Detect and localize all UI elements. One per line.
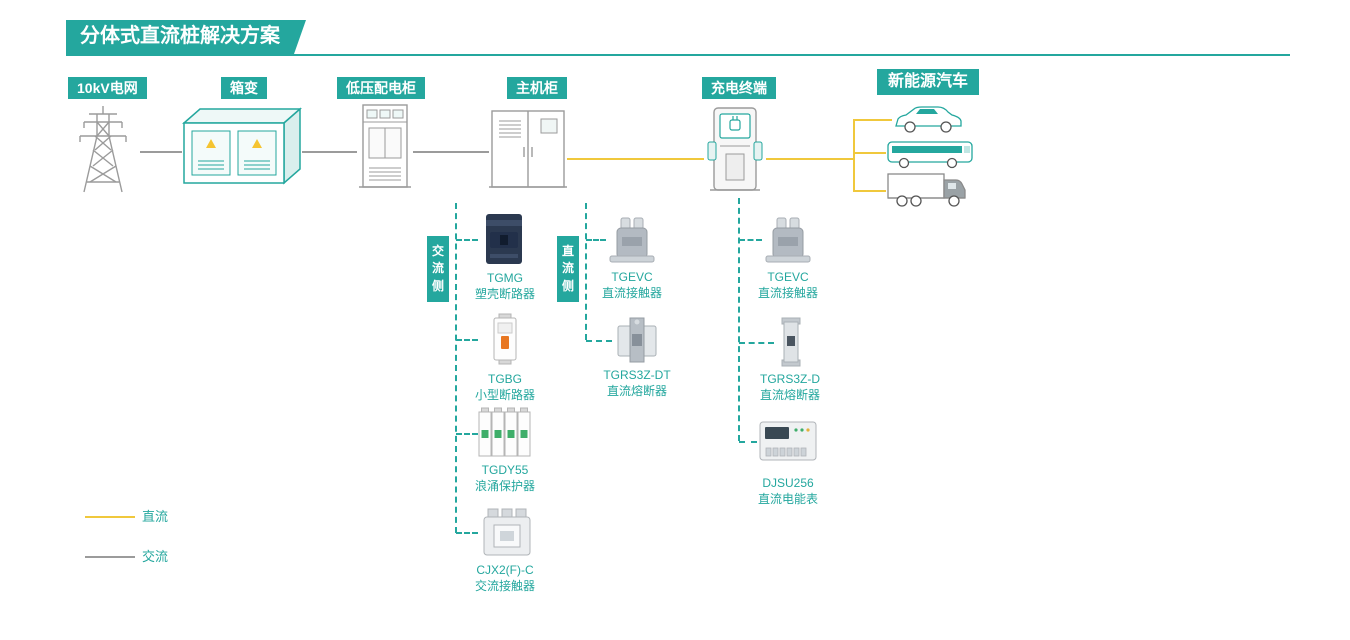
product-name: 塑壳断路器 [474, 286, 535, 301]
product-name: 直流接触器 [757, 285, 818, 300]
djsu256-meter-icon [759, 421, 817, 461]
ac-side-stub-2 [456, 339, 478, 341]
ac-line-cabinet-maincabinet [413, 151, 489, 153]
title-underline [66, 54, 1290, 56]
tgdy55-spd-icon [478, 407, 531, 457]
dc-line-maincabinet-terminal [567, 158, 704, 160]
transmission-tower-icon [79, 106, 127, 193]
tgrs3z-dt-fuse-icon [617, 317, 657, 363]
product-model: TGMG [487, 271, 523, 285]
dc-line-to-bus [855, 152, 886, 154]
cjx2-contactor-icon [483, 508, 531, 556]
stage-label-lv-cabinet: 低压配电柜 [337, 77, 425, 99]
ac-side-stub-1 [456, 239, 478, 241]
product-name: 直流电能表 [757, 491, 818, 506]
charging-terminal-icon [707, 107, 763, 191]
dc-line-to-truck [855, 190, 886, 192]
terminal-branch-line [738, 198, 740, 441]
terminal-stub-3 [739, 441, 757, 443]
product-label-tgmg: TGMG 塑壳断路器 [445, 271, 565, 302]
product-model: TGEVC [611, 270, 653, 284]
stage-label-grid: 10kV电网 [68, 77, 147, 99]
ac-side-branch-line [455, 203, 457, 533]
product-model: CJX2(F)-C [476, 563, 534, 577]
truck-icon [887, 173, 966, 207]
product-model: TGRS3Z-D [760, 372, 820, 386]
dc-side-stub-1 [586, 239, 606, 241]
legend-dc-line [85, 516, 135, 518]
tgmg-breaker-icon [486, 214, 522, 264]
ac-side-stub-3 [456, 433, 478, 435]
dc-side-tag: 直流侧 [557, 236, 579, 303]
dc-line-vehicle-branch [853, 119, 855, 192]
product-label-tgbg: TGBG 小型断路器 [445, 372, 565, 403]
product-label-djsu256: DJSU256 直流电能表 [728, 476, 848, 507]
main-cabinet-icon [489, 110, 567, 188]
product-label-tgevc-dc: TGEVC 直流接触器 [572, 270, 692, 301]
product-model: TGEVC [767, 270, 809, 284]
distribution-cabinet-icon [359, 104, 411, 188]
legend-ac-label: 交流 [142, 549, 169, 564]
dc-line-terminal-vehicles [766, 158, 855, 160]
page-title: 分体式直流桩解决方案 [66, 20, 306, 54]
ac-line-grid-transformer [140, 151, 182, 153]
stage-label-main-cabinet: 主机柜 [507, 77, 567, 99]
product-name: 小型断路器 [474, 387, 535, 402]
product-name: 交流接触器 [474, 578, 535, 593]
product-label-tgrs3z-d: TGRS3Z-D 直流熔断器 [730, 372, 850, 403]
product-label-tgdy55: TGDY55 浪涌保护器 [445, 463, 565, 494]
dc-side-stub-2 [586, 340, 612, 342]
stage-label-terminal: 充电终端 [702, 77, 776, 99]
terminal-stub-1 [739, 239, 762, 241]
product-name: 直流熔断器 [759, 387, 820, 402]
stage-label-ev: 新能源汽车 [877, 69, 980, 95]
terminal-stub-2 [739, 342, 774, 344]
tgevc-contactor-icon [765, 217, 811, 263]
product-model: TGDY55 [481, 463, 529, 477]
tgrs3z-d-fuse-icon [781, 317, 801, 367]
product-label-cjx2: CJX2(F)-C 交流接触器 [445, 563, 565, 594]
product-model: TGBG [487, 372, 522, 386]
product-label-tgrs3z-dt: TGRS3Z-DT 直流熔断器 [577, 368, 697, 399]
product-model: DJSU256 [762, 476, 814, 490]
stage-label-transformer: 箱变 [221, 77, 267, 99]
dc-line-to-car [855, 119, 892, 121]
car-icon [895, 106, 962, 133]
legend-ac-line [85, 556, 135, 558]
product-name: 浪涌保护器 [474, 478, 535, 493]
ac-side-stub-4 [456, 532, 478, 534]
product-model: TGRS3Z-DT [603, 368, 671, 382]
tgbg-breaker-icon [493, 313, 517, 365]
bus-icon [887, 141, 973, 169]
dc-side-branch-line [585, 203, 587, 340]
product-label-tgevc-terminal: TGEVC 直流接触器 [728, 270, 848, 301]
product-name: 直流接触器 [601, 285, 662, 300]
ac-side-tag: 交流侧 [427, 236, 449, 303]
tgevc-contactor-icon [609, 217, 655, 263]
legend-dc-label: 直流 [142, 509, 169, 524]
box-transformer-icon [182, 107, 302, 185]
ac-line-transformer-cabinet [302, 151, 357, 153]
product-name: 直流熔断器 [606, 383, 667, 398]
